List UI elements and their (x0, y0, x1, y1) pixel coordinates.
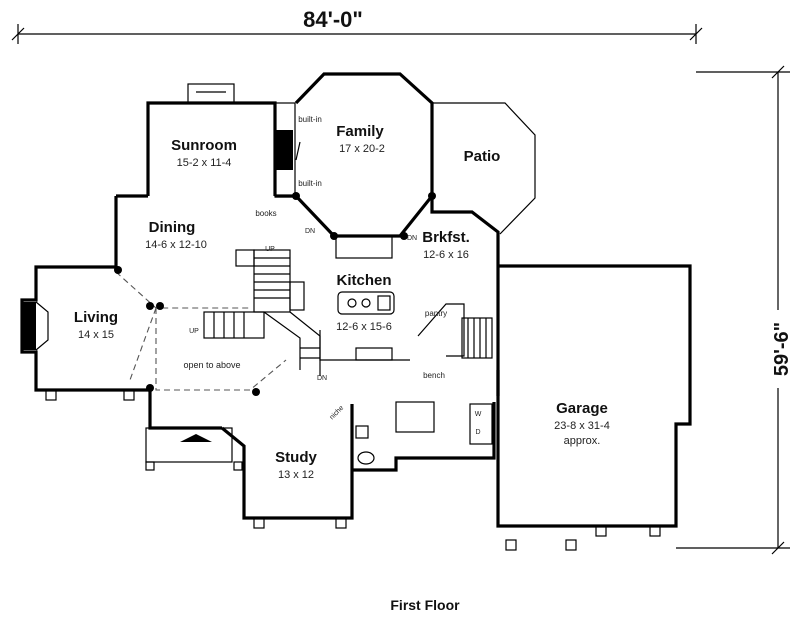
family-counter (335, 235, 393, 259)
depth-label: 59'-6" (771, 322, 793, 376)
kitchen-fixtures (319, 291, 410, 361)
bench-note: bench (423, 371, 445, 380)
kitchen-label: Kitchen (336, 272, 391, 289)
plan-caption: First Floor (390, 597, 460, 613)
brkfst-size: 12-6 x 16 (423, 249, 469, 261)
depth-dimension: 59'-6" (676, 65, 793, 555)
open-to-above-note: open to above (183, 360, 240, 370)
living-fireplace (22, 302, 36, 350)
dn-stair-note: DN (317, 375, 327, 382)
front-porch (145, 427, 233, 463)
piers (45, 389, 661, 551)
pantry-area (417, 303, 500, 396)
books-note: books (255, 209, 276, 218)
width-dimension: 84'-0" (11, 6, 703, 44)
dining-label: Dining (149, 219, 196, 236)
sunroom-walls (146, 83, 296, 198)
sunroom-size: 15-2 x 11-4 (177, 157, 232, 169)
family-size: 17 x 20-2 (339, 143, 385, 155)
dn-family-note: DN (305, 228, 315, 235)
garage-size: 23-8 x 31-4 (554, 420, 610, 432)
dryer-note: D (475, 429, 480, 436)
open-to-above-area (115, 271, 287, 391)
washer-note: W (475, 411, 482, 418)
patio-label: Patio (464, 148, 501, 165)
dining-size: 14-6 x 12-10 (145, 239, 207, 251)
pantry-note: pantry (425, 309, 447, 318)
laundry-bath-area (355, 401, 493, 465)
main-stairs (203, 249, 321, 376)
dn-brkfst-note: DN (407, 235, 417, 242)
garage-label: Garage (556, 400, 608, 417)
study-label: Study (275, 449, 317, 466)
up-stair-left-note: UP (189, 328, 199, 335)
patio-outline (432, 102, 536, 235)
living-label: Living (74, 309, 118, 326)
garage-note: approx. (564, 435, 601, 447)
living-size: 14 x 15 (78, 329, 114, 341)
kitchen-size: 12-6 x 15-6 (336, 321, 392, 333)
niche-note: niche (329, 404, 346, 421)
brkfst-label: Brkfst. (422, 229, 470, 246)
sunroom-label: Sunroom (171, 137, 237, 154)
family-label: Family (336, 123, 384, 140)
built-in-note-top: built-in (298, 115, 322, 124)
study-size: 13 x 12 (278, 469, 314, 481)
main-walls (20, 194, 692, 528)
up-stair-top-note: UP (265, 246, 275, 253)
columns (114, 192, 436, 396)
family-walls (294, 72, 434, 238)
width-label: 84'-0" (303, 7, 363, 32)
built-in-note-bottom: built-in (298, 179, 322, 188)
